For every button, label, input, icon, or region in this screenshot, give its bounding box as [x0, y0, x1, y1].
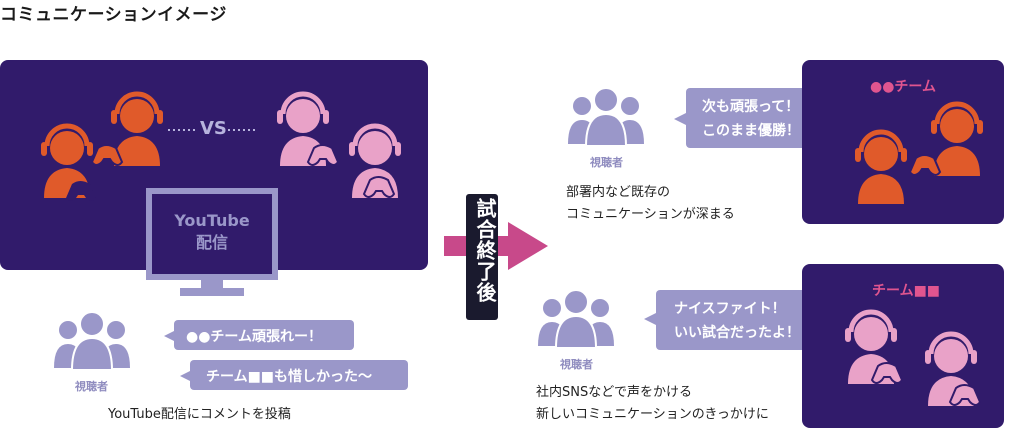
pink-player-icon [349, 123, 401, 198]
orange-player-icon [908, 101, 983, 176]
comment-bubble: チーム■■も惜しかった〜 [190, 360, 408, 390]
viewer-group-icon [538, 289, 614, 349]
vs-label: VS [200, 118, 227, 139]
orange-player-icon [41, 123, 96, 201]
monitor-icon [146, 188, 278, 280]
bubble-tail [674, 112, 688, 126]
bubble-tail [644, 312, 658, 326]
team-name: ●●チーム [870, 79, 937, 95]
right-bottom-caption: 社内SNSなどで声をかける 新しいコミュニケーションのきっかけに [536, 385, 769, 422]
page-title: コミュニケーションイメージ [0, 5, 227, 25]
bubble-tail [180, 370, 192, 382]
bubble-tail [164, 330, 176, 342]
team-name: チーム■■ [872, 283, 941, 299]
arrow-label-box [466, 194, 498, 320]
viewer-group-icon [54, 311, 130, 371]
arrow-label: 試合終了後 [473, 198, 497, 303]
viewer-label: 視聴者 [560, 358, 593, 371]
pink-player-icon [845, 309, 904, 384]
orange-player-icon [855, 129, 907, 204]
right-top-caption: 部署内など既存の コミュニケーションが深まる [566, 185, 735, 222]
monitor-stand [201, 278, 223, 290]
viewer-group-icon [568, 87, 644, 147]
comment-bubble: ●●チーム頑張れー！ [174, 320, 354, 350]
bubble-line: 次も頑張って！ [702, 99, 800, 115]
comment-text: ●●チーム頑張れー！ [186, 329, 323, 345]
bubble-line: このまま優勝！ [702, 123, 800, 139]
pink-player-icon [925, 331, 982, 406]
pink-player-icon [277, 91, 340, 166]
viewer-label: 視聴者 [75, 380, 108, 393]
comment-text: チーム■■も惜しかった〜 [206, 369, 373, 385]
vs-divider: VS [168, 118, 258, 140]
monitor-base [180, 288, 244, 296]
bubble-line: いい試合だったよ！ [674, 325, 800, 341]
left-caption: YouTube配信にコメントを投稿 [108, 407, 291, 422]
speech-bubble: 次も頑張って！ このまま優勝！ [686, 88, 818, 148]
bubble-line: ナイスファイト！ [674, 301, 786, 317]
orange-player-icon [90, 91, 163, 166]
monitor-label: YouTube 配信 [174, 211, 250, 252]
speech-bubble: ナイスファイト！ いい試合だったよ！ [656, 290, 816, 350]
viewer-label: 視聴者 [590, 156, 623, 169]
